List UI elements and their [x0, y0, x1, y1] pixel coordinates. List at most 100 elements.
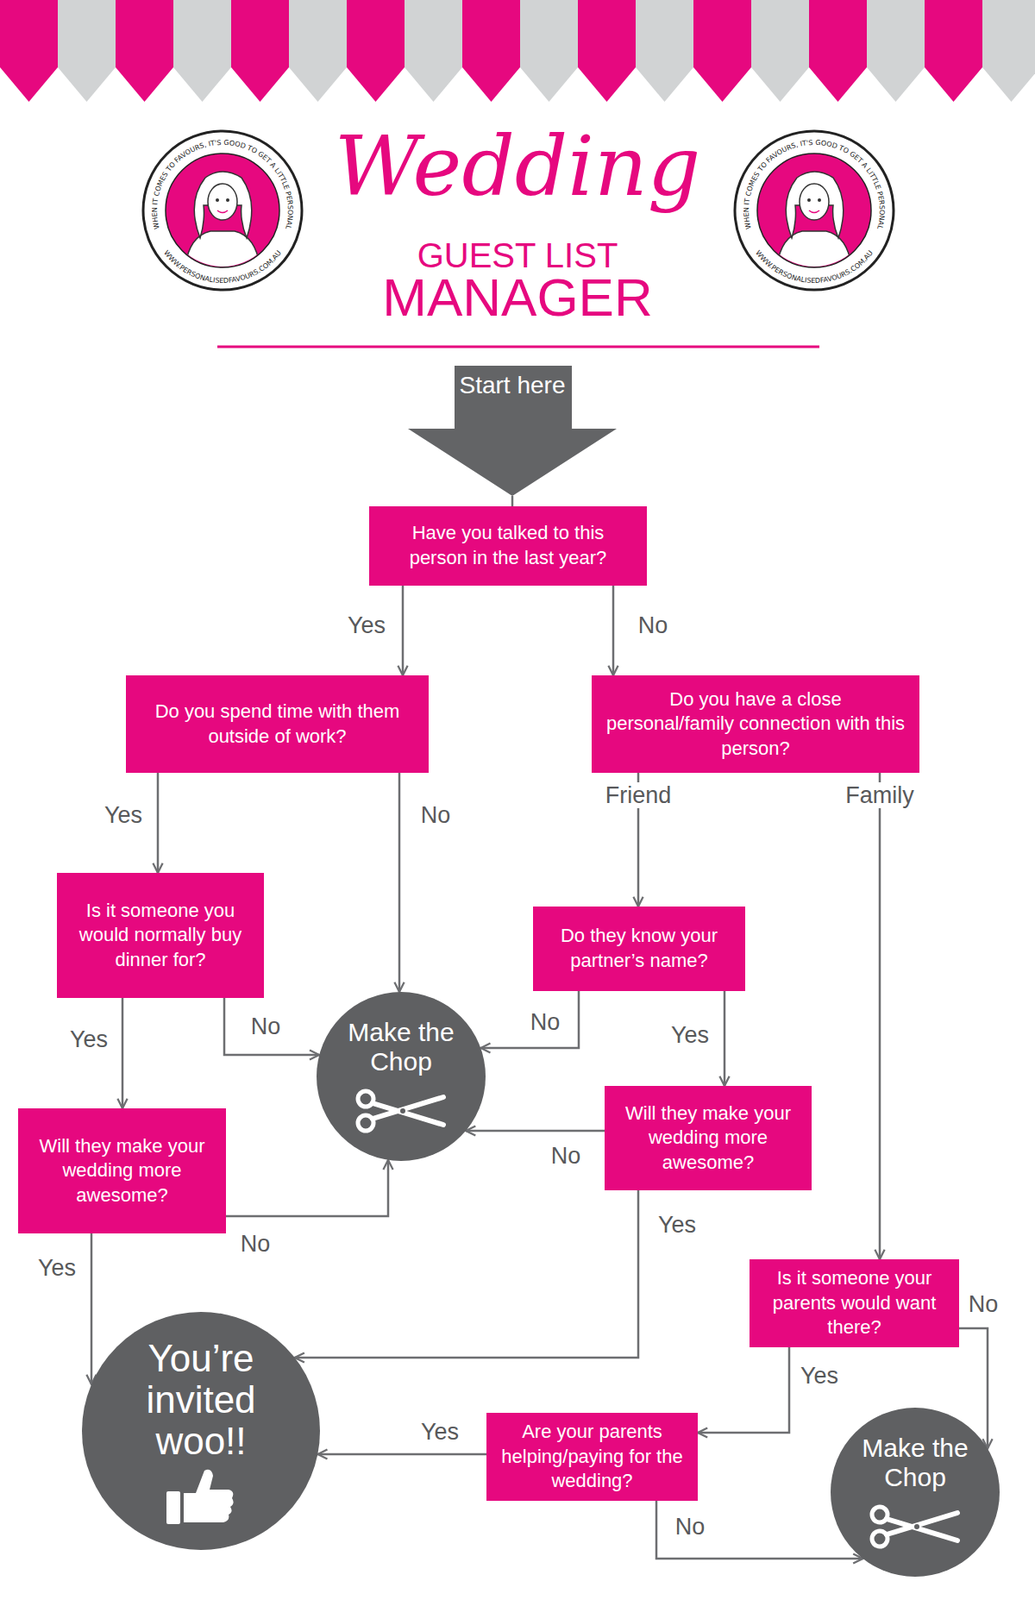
edge-label: Yes [67, 1026, 111, 1053]
bunting-flag [115, 0, 174, 102]
bunting [0, 0, 1035, 102]
thumb-cuff [166, 1491, 181, 1525]
decision-box: Will they make your wedding more awesome… [18, 1108, 226, 1234]
decision-box: Will they make your wedding more awesome… [604, 1085, 812, 1191]
node-shape [316, 991, 486, 1161]
edge-label: Yes [345, 612, 389, 639]
bunting-flag [520, 0, 578, 102]
scissors-pivot [400, 1108, 406, 1114]
question-text: Do they know your partner’s name? [545, 923, 734, 973]
bunting-flag [57, 0, 116, 102]
connector [401, 585, 405, 676]
scissors-handle [871, 1530, 888, 1547]
result-circle: Make the Chop [830, 1407, 1000, 1577]
question-text: Are your parents helping/paying for the … [498, 1419, 686, 1494]
connector [121, 997, 125, 1109]
badge-slogan: WHEN IT COMES TO FAVOURS, IT'S GOOD TO G… [150, 138, 295, 231]
scissors-handle [871, 1506, 888, 1523]
badge-url: WWW.PERSONALISEDFAVOURS.COM.AU [753, 249, 875, 285]
bunting-flag [866, 0, 925, 102]
bunting-flag [809, 0, 867, 102]
decision-box: Do you spend time with them outside of w… [125, 675, 429, 773]
edge-label: Yes [655, 1211, 699, 1238]
result-text: Make the Chop [850, 1433, 980, 1493]
connector [511, 495, 515, 507]
question-text: Is it someone your parents would want th… [761, 1266, 948, 1341]
badge-text: WWW.PERSONALISEDFAVOURS.COM.AU [162, 249, 283, 285]
edge-label: Yes [101, 802, 145, 828]
scissors-icon [871, 1506, 958, 1547]
subtitle: MANAGER [0, 269, 1035, 327]
decision-box: Is it someone you would normally buy din… [56, 872, 264, 998]
connector [465, 1129, 605, 1133]
bunting-flag [0, 0, 58, 102]
question-text: Will they make your wedding more awesome… [616, 1101, 800, 1176]
connector [723, 991, 727, 1086]
badge-ring [734, 131, 894, 290]
circle-shape [830, 1407, 1000, 1577]
bunting-flag [982, 0, 1035, 102]
question-text: Is it someone you would normally buy din… [69, 898, 252, 973]
node-shape [830, 1407, 1000, 1577]
question-text: Do you have a close personal/family conn… [603, 687, 908, 762]
connector [398, 772, 402, 992]
thumb-hand [183, 1469, 234, 1523]
connector [90, 1233, 94, 1385]
bunting-flag [346, 0, 405, 102]
bunting-flag [693, 0, 752, 102]
badge-slogan: WHEN IT COMES TO FAVOURS, IT'S GOOD TO G… [742, 138, 886, 231]
girl-illustration [184, 171, 261, 271]
connector [317, 1453, 487, 1456]
connector [612, 585, 615, 676]
start-text: Start here [458, 370, 566, 401]
edge-label: No [418, 802, 454, 828]
edge-label: No [635, 612, 672, 639]
edge-label: No [248, 1013, 284, 1040]
edge-label: No [238, 1230, 274, 1257]
connector [697, 1347, 790, 1433]
scissors-handle [357, 1091, 374, 1107]
scissors-handle [357, 1115, 374, 1131]
girl-illustration [776, 171, 853, 271]
connector [878, 772, 882, 1260]
bunting-flag [231, 0, 289, 102]
decision-box: Is it someone your parents would want th… [749, 1259, 960, 1348]
connector [225, 1160, 389, 1217]
start-arrow: Start here [407, 365, 617, 496]
result-circle: Make the Chop [316, 991, 486, 1161]
result-circle: You’re invited woo!! [81, 1311, 320, 1550]
decision-box: Have you talked to this person in the la… [369, 506, 647, 586]
bunting-flag [635, 0, 694, 102]
bunting-flag [924, 0, 983, 102]
edge-label: Yes [418, 1418, 462, 1445]
edge-label: Yes [35, 1254, 79, 1281]
logo-badge: WHEN IT COMES TO FAVOURS, IT'S GOOD TO G… [143, 131, 302, 290]
circle-shape [81, 1311, 320, 1550]
edge-label: Yes [668, 1022, 712, 1048]
decision-box: Are your parents helping/paying for the … [486, 1412, 698, 1501]
edge-label: No [527, 1009, 564, 1035]
connector [480, 991, 579, 1048]
logo-badge: WHEN IT COMES TO FAVOURS, IT'S GOOD TO G… [734, 131, 894, 290]
connector [156, 772, 160, 873]
edge-label: No [672, 1513, 709, 1540]
badge-text: WHEN IT COMES TO FAVOURS, IT'S GOOD TO G… [150, 138, 295, 231]
circle-shape [316, 991, 486, 1161]
bunting-flag [173, 0, 232, 102]
bunting-flag [288, 0, 347, 102]
scissors-blade [886, 1512, 958, 1535]
edge-label: Yes [797, 1362, 841, 1389]
thumbs-up-icon [166, 1469, 234, 1525]
result-text: You’re invited woo!! [106, 1337, 296, 1462]
badge-text: WHEN IT COMES TO FAVOURS, IT'S GOOD TO G… [742, 138, 886, 231]
connector [224, 997, 320, 1055]
badge-ring [143, 131, 302, 290]
question-text: Have you talked to this person in the la… [381, 520, 635, 571]
edge-label: Family [842, 782, 917, 809]
arrow-shape [407, 365, 617, 496]
edge-label: Friend [602, 782, 675, 809]
question-text: Do you spend time with them outside of w… [138, 699, 417, 749]
decision-box: Do they know your partner’s name? [533, 906, 746, 992]
edge-label: No [966, 1291, 1002, 1318]
bunting-flag [462, 0, 521, 102]
